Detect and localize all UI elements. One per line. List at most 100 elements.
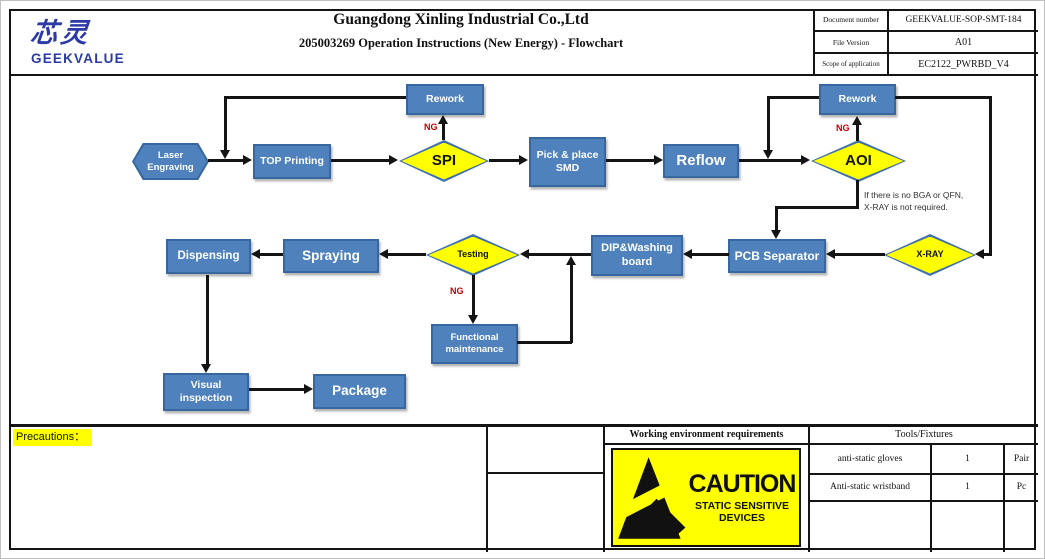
arrowhead	[801, 155, 810, 165]
doc-number-label: Document number	[822, 15, 880, 24]
flow-line	[856, 124, 859, 141]
tools-fixtures-header: Tools/Fixtures	[895, 429, 953, 440]
flow-line	[835, 253, 885, 256]
ng-label: NG	[424, 122, 438, 132]
footer-separator	[9, 424, 1038, 427]
working-env-header: Working environment requirements	[629, 429, 784, 440]
flow-line	[529, 253, 591, 256]
footer-divider-v2	[603, 427, 605, 552]
flow-line	[517, 341, 572, 344]
logo-en-text: GEEKVALUE	[31, 51, 125, 66]
arrowhead	[438, 115, 448, 124]
caution-subtitle-2: DEVICES	[718, 511, 766, 524]
flow-line	[331, 159, 390, 162]
page-border	[9, 9, 1036, 550]
node-visual-inspection: Visual inspection	[163, 373, 249, 411]
arrowhead	[520, 249, 529, 259]
footer-header-underline	[603, 443, 1038, 445]
arrowhead	[379, 249, 388, 259]
node-pcb-separator: PCB Separator	[728, 239, 826, 273]
flow-line	[388, 253, 426, 256]
flow-line	[570, 264, 573, 343]
node-label: Laser Engraving	[147, 149, 194, 173]
flow-line	[692, 253, 729, 256]
flow-line	[489, 159, 519, 162]
flow-line	[775, 206, 778, 231]
footer-divider-h-mid	[486, 472, 604, 474]
doc-number-value: GEEKVALUE-SOP-SMT-184	[905, 14, 1022, 25]
xray-note: If there is no BGA or QFN, X-RAY is not …	[864, 190, 964, 213]
esd-symbol-icon	[615, 456, 686, 539]
tool-name: Anti-static wristband	[830, 482, 910, 492]
node-pick-place-smd: Pick & place SMD	[529, 137, 606, 187]
node-label: Testing	[457, 249, 489, 260]
file-version-label: File Version	[832, 37, 870, 47]
flow-line	[472, 275, 475, 315]
node-spi: SPI	[399, 140, 489, 182]
tool-unit: Pair	[1013, 454, 1030, 464]
arrowhead	[826, 249, 835, 259]
tools-row-line-2	[808, 500, 1038, 502]
arrowhead	[220, 150, 230, 159]
meta-table-left-border	[813, 9, 815, 75]
arrowhead	[566, 256, 576, 265]
arrowhead	[304, 384, 313, 394]
flow-line	[224, 96, 227, 150]
precautions-label: Precautions：	[13, 429, 93, 446]
file-version-value: A01	[954, 36, 973, 48]
caution-title: CAUTION	[688, 469, 797, 498]
arrowhead	[683, 249, 692, 259]
node-aoi: AOI	[811, 140, 906, 182]
flow-line	[206, 275, 209, 364]
meta-row-line-1	[813, 30, 1038, 32]
scope-value: EC2122_PWRBD_V4	[918, 58, 1009, 70]
ng-label: NG	[836, 123, 850, 133]
arrowhead	[243, 155, 252, 165]
caution-text-block: CAUTION STATIC SENSITIVE DEVICES	[687, 469, 797, 524]
node-label: AOI	[845, 151, 872, 169]
flow-line	[208, 159, 244, 162]
flow-line	[768, 96, 819, 99]
company-name-title: Guangdong Xinling Industrial Co.,Ltd	[333, 11, 589, 28]
node-label: X-RAY	[916, 249, 944, 260]
flow-line	[606, 159, 654, 162]
node-functional-maintenance: Functional maintenance	[431, 324, 518, 364]
flow-line	[989, 96, 992, 256]
node-rework-2: Rework	[819, 84, 896, 115]
flow-line	[984, 253, 991, 256]
tool-name: anti-static gloves	[837, 454, 903, 464]
flow-line	[225, 96, 406, 99]
flow-line	[767, 96, 770, 150]
tools-col-line-2	[1003, 443, 1005, 552]
node-dispensing: Dispensing	[166, 239, 251, 274]
footer-divider-v3	[808, 427, 810, 552]
esd-caution-sign: CAUTION STATIC SENSITIVE DEVICES	[611, 448, 801, 547]
arrowhead	[389, 155, 398, 165]
document-title: 205003269 Operation Instructions (New En…	[298, 36, 624, 50]
flow-line	[249, 388, 304, 391]
node-spraying: Spraying	[283, 239, 379, 273]
flow-line	[895, 96, 992, 99]
node-label: SPI	[431, 151, 457, 169]
arrowhead	[251, 249, 260, 259]
node-package: Package	[313, 374, 406, 409]
meta-row-line-2	[813, 52, 1038, 54]
header-separator	[9, 74, 1038, 76]
arrowhead	[201, 364, 211, 373]
node-rework-1: Rework	[406, 84, 484, 115]
arrowhead	[771, 230, 781, 239]
flow-line	[442, 123, 445, 140]
flow-line	[856, 180, 859, 208]
arrowhead	[654, 155, 663, 165]
ng-label: NG	[450, 286, 464, 296]
hex-fill	[134, 145, 207, 178]
arrowhead	[975, 249, 984, 259]
company-logo: 芯灵 GEEKVALUE	[29, 11, 151, 66]
tool-qty: 1	[965, 454, 970, 464]
flow-line	[739, 159, 801, 162]
meta-table-divider	[887, 9, 889, 75]
arrowhead	[519, 155, 528, 165]
arrowhead	[852, 116, 862, 125]
node-dip-washing-board: DIP&Washing board	[591, 235, 683, 276]
